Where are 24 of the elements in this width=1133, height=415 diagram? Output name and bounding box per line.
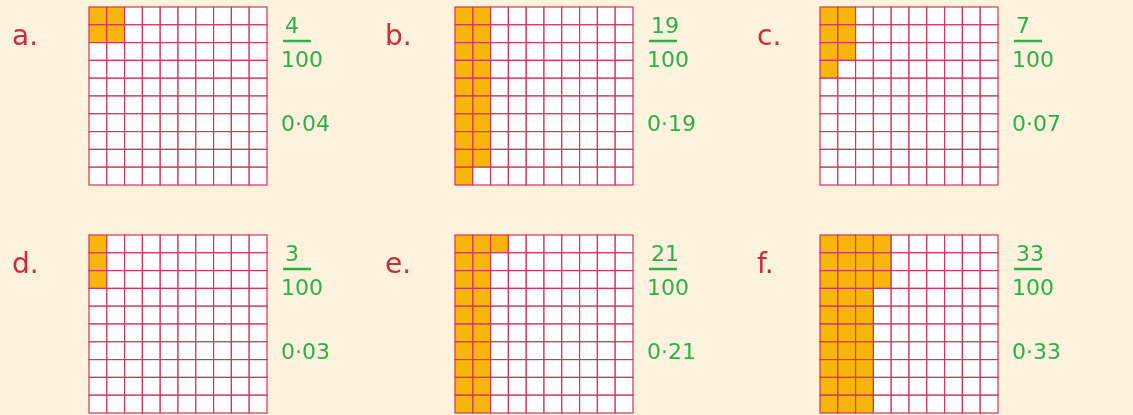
numerator: 3 bbox=[285, 241, 299, 266]
numerator: 4 bbox=[285, 13, 299, 38]
panel-letter: e. bbox=[385, 247, 412, 280]
numerator: 7 bbox=[1016, 13, 1030, 38]
denominator: 100 bbox=[1012, 47, 1054, 72]
panel-letter: b. bbox=[385, 19, 412, 52]
panel-letter: f. bbox=[757, 247, 774, 280]
numerator: 21 bbox=[651, 241, 679, 266]
decimal-value: 0·19 bbox=[647, 111, 696, 136]
denominator: 100 bbox=[281, 275, 323, 300]
decimal-value: 0·07 bbox=[1012, 111, 1061, 136]
denominator: 100 bbox=[647, 47, 689, 72]
numerator: 33 bbox=[1016, 241, 1044, 266]
decimal-value: 0·33 bbox=[1012, 339, 1061, 364]
panel-letter: a. bbox=[12, 19, 39, 52]
panel-letter: d. bbox=[12, 247, 39, 280]
decimal-value: 0·03 bbox=[281, 339, 330, 364]
denominator: 100 bbox=[647, 275, 689, 300]
panel-letter: c. bbox=[757, 19, 782, 52]
denominator: 100 bbox=[1012, 275, 1054, 300]
decimal-value: 0·04 bbox=[281, 111, 330, 136]
decimal-value: 0·21 bbox=[647, 339, 696, 364]
denominator: 100 bbox=[281, 47, 323, 72]
numerator: 19 bbox=[651, 13, 679, 38]
